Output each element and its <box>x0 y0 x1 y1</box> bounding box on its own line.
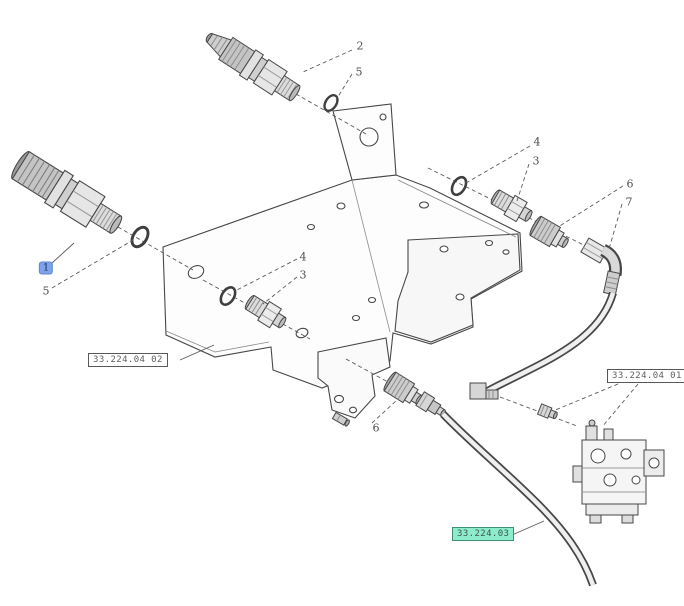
leader-lines <box>51 49 639 428</box>
callout-5-left[interactable]: 5 <box>42 284 50 298</box>
hose-7 <box>483 291 617 396</box>
callout-3-mid[interactable]: 3 <box>299 268 307 282</box>
mounting-bracket-plate <box>162 103 523 389</box>
ref-box-33-224-03-highlighted[interactable]: 33.224.03 <box>452 527 515 541</box>
bracket-foot <box>317 337 391 419</box>
callout-1-highlighted[interactable]: 1 <box>39 262 53 274</box>
callout-6-bottom[interactable]: 6 <box>372 421 380 435</box>
small-fitting <box>536 403 558 420</box>
callout-5-top[interactable]: 5 <box>355 65 363 79</box>
main-hose <box>440 411 597 587</box>
callout-4-mid[interactable]: 4 <box>299 250 307 264</box>
o-ring-5-left <box>127 222 153 252</box>
ref-box-33-224-04-01[interactable]: 33.224.04 01 <box>607 369 684 383</box>
callout-7[interactable]: 7 <box>625 195 633 209</box>
ref-box-33-224-04-02[interactable]: 33.224.04 02 <box>88 353 168 367</box>
hose-end-elbow <box>469 382 499 400</box>
o-ring-4-right <box>447 173 471 199</box>
elbow-fitting-7 <box>580 237 622 296</box>
callout-3-right[interactable]: 3 <box>532 154 540 168</box>
callout-4-right[interactable]: 4 <box>533 135 541 149</box>
quick-coupler-1 <box>11 150 123 234</box>
callout-6-right[interactable]: 6 <box>626 177 634 191</box>
quick-coupler-2 <box>205 33 301 102</box>
callout-2[interactable]: 2 <box>356 39 364 53</box>
reference-leader-lines <box>51 242 545 536</box>
clevis-pin <box>331 411 350 427</box>
valve-assembly <box>572 419 665 524</box>
coupler-tip <box>415 391 446 417</box>
